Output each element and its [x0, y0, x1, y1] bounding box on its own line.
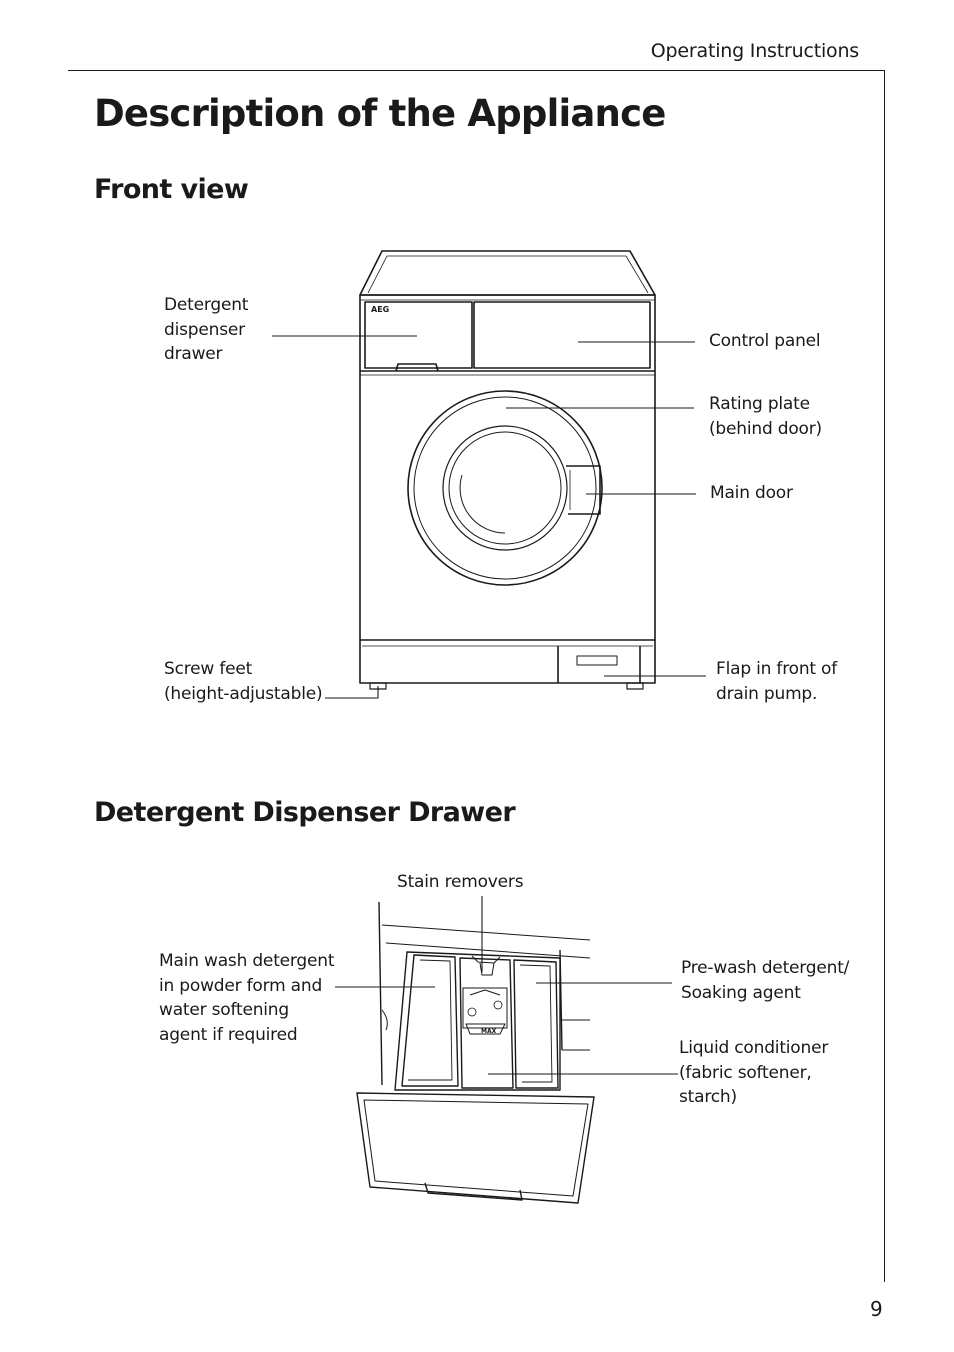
- screw-foot-right: [626, 682, 644, 690]
- label-line: Stain removers: [397, 872, 524, 892]
- drawer-front-panel: [356, 1092, 595, 1204]
- main-wash-compartment: [401, 954, 459, 1087]
- detergent-drawer-front: [364, 301, 473, 369]
- label-detergent-drawer: Detergent dispenser drawer: [164, 293, 248, 367]
- label-screw-feet: Screw feet (height-adjustable): [164, 657, 323, 706]
- label-line: water softening: [159, 1000, 289, 1020]
- header-rule: [68, 70, 885, 71]
- label-line: Detergent: [164, 295, 249, 315]
- label-line: starch): [679, 1087, 737, 1107]
- door-glass-outer: [442, 425, 568, 551]
- label-line: in powder form and: [159, 975, 323, 996]
- label-line: (behind door): [709, 418, 822, 439]
- label-main-wash: Main wash detergent in powder form and w…: [159, 949, 335, 1047]
- label-line: Flap in front of: [716, 659, 838, 679]
- washer-body: [359, 294, 656, 684]
- label-stain-removers: Stain removers: [397, 870, 524, 895]
- label-line: (height-adjustable): [164, 683, 323, 704]
- main-door-outer-ring: [407, 390, 603, 586]
- label-line: Main door: [710, 483, 793, 503]
- drain-flap-grip: [576, 655, 618, 666]
- label-main-door: Main door: [710, 481, 793, 506]
- page-title: Description of the Appliance: [94, 92, 666, 135]
- label-line: Soaking agent: [681, 982, 801, 1003]
- label-line: agent if required: [159, 1024, 298, 1045]
- door-handle: [566, 465, 601, 515]
- drawer-section-heading: Detergent Dispenser Drawer: [94, 797, 516, 828]
- label-line: Pre-wash detergent/: [681, 958, 850, 978]
- page-number: 9: [870, 1297, 883, 1321]
- label-line: drain pump.: [716, 683, 818, 704]
- door-glass-highlight: [459, 474, 506, 534]
- pre-wash-compartment: [513, 959, 559, 1089]
- label-liquid-conditioner: Liquid conditioner (fabric softener, sta…: [679, 1036, 828, 1110]
- label-line: Main wash detergent: [159, 951, 335, 971]
- label-line: Liquid conditioner: [679, 1038, 829, 1058]
- label-rating-plate: Rating plate (behind door): [709, 392, 822, 441]
- control-panel: [473, 301, 651, 369]
- label-line: drawer: [164, 344, 223, 364]
- label-control-panel: Control panel: [709, 329, 821, 354]
- drawer-body: [394, 951, 561, 1091]
- label-drain-flap: Flap in front of drain pump.: [716, 657, 837, 706]
- label-pre-wash: Pre-wash detergent/ Soaking agent: [681, 956, 849, 1005]
- siphon-cap: [462, 987, 508, 1029]
- label-line: dispenser: [164, 319, 245, 340]
- conditioner-compartment: [459, 957, 514, 1089]
- label-line: Rating plate: [709, 394, 810, 414]
- label-line: (fabric softener,: [679, 1062, 812, 1083]
- brand-logo: AEG: [371, 305, 390, 314]
- margin-rule: [884, 70, 885, 1282]
- max-marking: MAX: [481, 1028, 497, 1035]
- drawer-handle: [395, 363, 439, 372]
- label-line: Control panel: [709, 331, 821, 351]
- front-view-heading: Front view: [94, 174, 249, 205]
- housing-left-edge: [378, 901, 383, 1086]
- running-header: Operating Instructions: [650, 40, 859, 62]
- drawer-front-handle: [424, 1182, 523, 1201]
- label-line: Screw feet: [164, 659, 253, 679]
